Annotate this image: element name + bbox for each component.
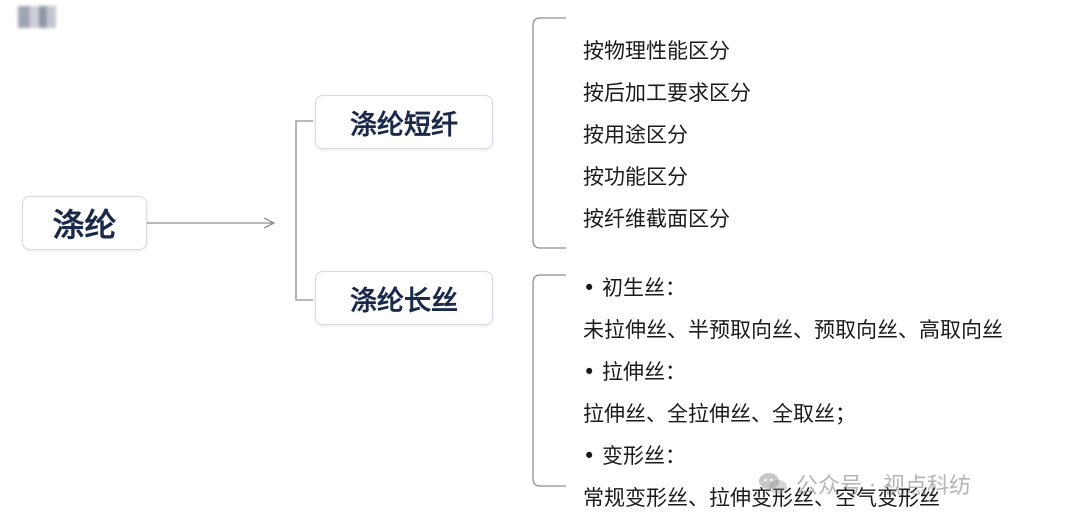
filament-item: • 变形丝： [583, 444, 687, 468]
branch-node-filament: 涤纶长丝 [315, 271, 493, 325]
filament-bracket [532, 274, 566, 487]
short-fiber-item: 按纤维截面区分 [583, 207, 730, 231]
filament-item: • 初生丝： [583, 276, 687, 300]
filament-item: 常规变形丝、拉伸变形丝、空气变形丝 [583, 486, 940, 510]
branch-node-short-fiber: 涤纶短纤 [315, 95, 493, 149]
branch-bracket [295, 120, 313, 301]
short-fiber-item: 按物理性能区分 [583, 39, 730, 63]
short-fiber-bracket [532, 17, 566, 249]
filament-item: 拉伸丝、全拉伸丝、全取丝； [583, 402, 856, 426]
short-fiber-item: 按后加工要求区分 [583, 81, 751, 105]
watermark: 公众号 · 视点科纺 [758, 468, 971, 500]
short-fiber-item: 按用途区分 [583, 123, 688, 147]
watermark-text: 公众号 · 视点科纺 [796, 474, 971, 499]
filament-item: 未拉伸丝、半预取向丝、预取向丝、高取向丝 [583, 318, 1003, 342]
filament-item: • 拉伸丝： [583, 360, 687, 384]
root-node: 涤纶 [22, 196, 147, 250]
wechat-icon [759, 473, 787, 494]
root-arrow-head [263, 217, 276, 229]
short-fiber-item: 按功能区分 [583, 165, 688, 189]
blurred-logo [18, 6, 56, 28]
